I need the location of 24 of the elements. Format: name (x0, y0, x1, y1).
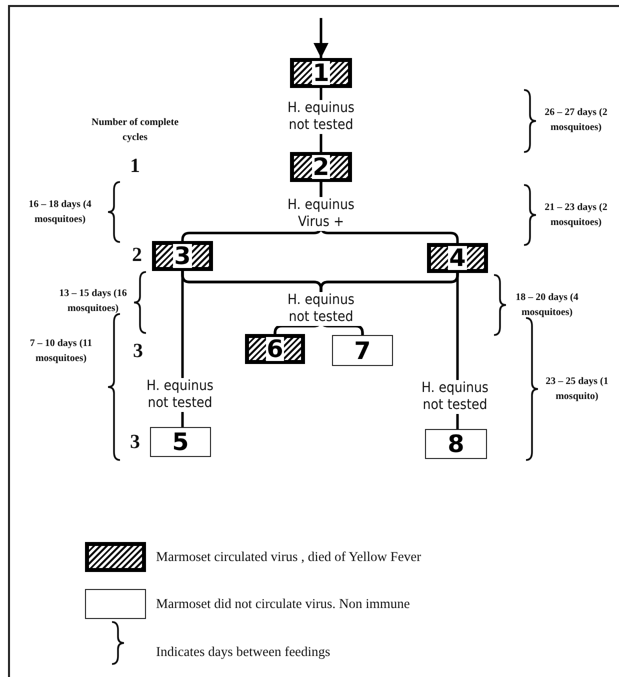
marmoset-box: 8 (425, 429, 487, 459)
legend-text: Indicates days between feedings (156, 644, 330, 660)
hatched-marmoset-box: 4 (427, 243, 488, 273)
hatched-marmoset-box: 6 (245, 334, 305, 364)
cycle-number: 2 (131, 243, 143, 268)
marmoset-box: 5 (150, 427, 211, 457)
annotation-text: 18 – 20 days (4 mosquitoes) (514, 291, 580, 320)
cycle-number: 3 (132, 339, 144, 364)
annotation-text: 21 – 23 days (2 mosquitoes) (544, 201, 608, 230)
cycle-number: 3 (129, 430, 141, 455)
hatched-marmoset-box: 2 (290, 152, 352, 182)
cycle-number: 1 (129, 154, 141, 179)
legend-text: Marmoset did not circulate virus. Non immune (156, 596, 410, 612)
arrow (314, 18, 328, 58)
annotation-text: 13 – 15 days (16 mosquitoes) (58, 287, 128, 316)
hatched-marmoset-box: 1 (290, 58, 352, 88)
annotation-text: 26 – 27 days (2 mosquitoes) (544, 106, 608, 135)
annotation-text: 23 – 25 days (1 mosquito) (544, 375, 610, 404)
legend-text: Marmoset circulated virus , died of Yellow Fever (156, 549, 422, 565)
hatched-marmoset-box: 3 (152, 241, 213, 271)
annotation-text: Number of complete cycles (90, 116, 180, 145)
annotation-text: 7 – 10 days (11 mosquitoes) (28, 337, 94, 366)
annotation-text: 16 – 18 days (4 mosquitoes) (28, 198, 92, 227)
marmoset-box: 7 (332, 335, 393, 366)
